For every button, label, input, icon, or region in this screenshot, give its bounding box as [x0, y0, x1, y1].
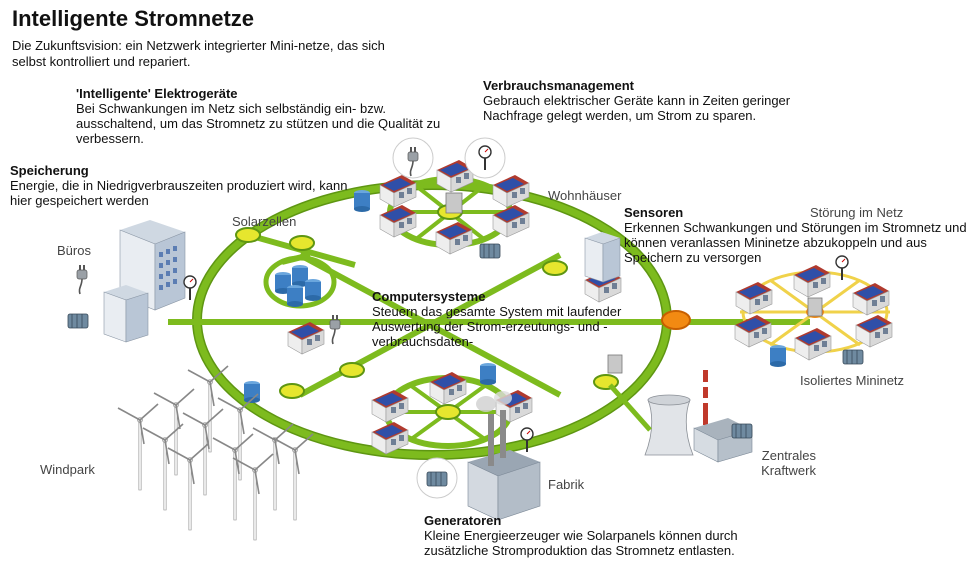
label-kraftwerk: Zentrales Kraftwerk: [761, 448, 816, 478]
block-elektrogeraete: 'Intelligente' Elektrogeräte Bei Schwank…: [76, 86, 456, 146]
block-speicherung: Speicherung Energie, die in Niedrigverbr…: [10, 163, 372, 208]
generatoren-body: Kleine Energieerzeuger wie Solarpanels k…: [424, 528, 738, 558]
label-stoerung: Störung im Netz: [810, 205, 904, 220]
block-computersysteme: Computersysteme Steuern das gesamte Syst…: [372, 289, 640, 349]
speicherung-body: Energie, die in Niedrigverbrauszeiten pr…: [10, 178, 348, 208]
sensoren-body: Erkennen Schwankungen und Störungen im S…: [624, 220, 967, 265]
factory: [467, 391, 541, 521]
label-wohnhaeuser: Wohnhäuser: [548, 188, 622, 203]
fault-node: [661, 310, 691, 330]
speicherung-title: Speicherung: [10, 163, 89, 178]
computersysteme-body: Steuern das gesamte System mit laufender…: [372, 304, 622, 349]
block-verbrauchsmanagement: Verbrauchsmanagement Gebrauch elektrisch…: [483, 78, 828, 123]
label-bueros: Büros: [57, 243, 91, 258]
generatoren-title: Generatoren: [424, 513, 502, 528]
verbrauchsmanagement-body: Gebrauch elektrischer Geräte kann in Zei…: [483, 93, 791, 123]
computersysteme-title: Computersysteme: [372, 289, 486, 304]
page-title: Intelligente Stromnetze: [12, 6, 255, 31]
houses-isolated: [734, 264, 893, 367]
office-right: [584, 232, 621, 283]
elektrogeraete-title: 'Intelligente' Elektrogeräte: [76, 86, 238, 101]
label-isoliertes: Isoliertes Mininetz: [800, 373, 905, 388]
elektrogeraete-body: Bei Schwankungen im Netz sich selbständi…: [76, 101, 441, 146]
label-windpark: Windpark: [40, 462, 95, 477]
appliance-icons: [244, 137, 849, 499]
verbrauchsmanagement-title: Verbrauchsmanagement: [483, 78, 635, 93]
block-generatoren: Generatoren Kleine Energieerzeuger wie S…: [424, 513, 804, 558]
houses-top: [354, 159, 530, 259]
label-fabrik: Fabrik: [548, 477, 585, 492]
office-buildings: [67, 220, 197, 343]
sensoren-title: Sensoren: [624, 205, 684, 220]
power-plant: [608, 370, 753, 463]
label-solarzellen: Solarzellen: [232, 214, 297, 229]
intro-text: Die Zukunftsvision: ein Netzwerk integri…: [12, 38, 385, 69]
block-sensoren: Sensoren Erkennen Schwankungen und Störu…: [624, 205, 969, 265]
